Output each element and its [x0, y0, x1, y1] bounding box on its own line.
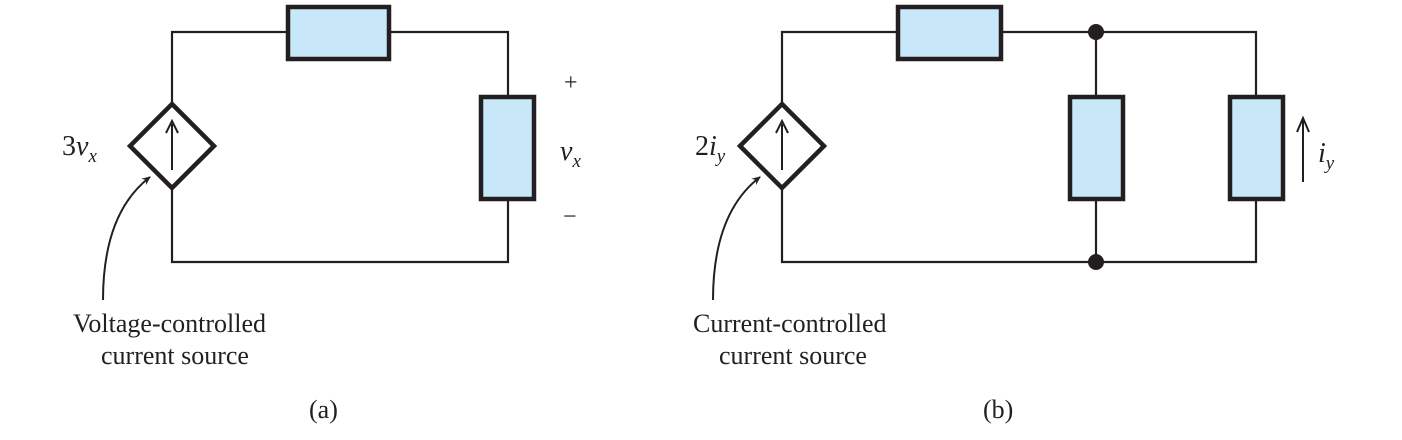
current-label-b: iy: [1318, 138, 1335, 174]
wire-a-loop: [170, 30, 510, 264]
circuit-b: 2iy iy Current-controlled current source…: [693, 4, 1335, 424]
node-bottom: [1088, 254, 1104, 270]
callout-a-line2: current source: [101, 341, 249, 370]
callout-arrow-b: [712, 176, 761, 301]
callout-b-line1: Current-controlled: [693, 309, 887, 338]
node-top: [1088, 24, 1104, 40]
resistor-a-top: [285, 4, 392, 62]
resistor-a-right: [478, 94, 537, 202]
resistor-b-top: [895, 4, 1004, 62]
arrow-up-icon: [775, 118, 789, 170]
wire-b-loop: [780, 30, 1258, 264]
source-label-a: 3vx: [62, 131, 97, 167]
voltage-label-a: vx: [560, 136, 581, 172]
current-arrow-icon: [1296, 115, 1310, 182]
resistor-b-right: [1227, 94, 1286, 202]
caption-b: (b): [983, 395, 1013, 424]
callout-b-line2: current source: [719, 341, 867, 370]
plus-sign: +: [564, 70, 578, 96]
caption-a: (a): [309, 395, 338, 424]
arrow-up-icon: [165, 118, 179, 170]
minus-sign: −: [563, 204, 577, 230]
callout-a-line1: Voltage-controlled: [73, 309, 266, 338]
callout-arrow-a: [102, 176, 151, 301]
circuit-a: 3vx + vx − Voltage-controlled current so…: [62, 4, 581, 424]
source-label-b: 2iy: [695, 131, 726, 167]
resistor-b-middle: [1067, 94, 1126, 202]
